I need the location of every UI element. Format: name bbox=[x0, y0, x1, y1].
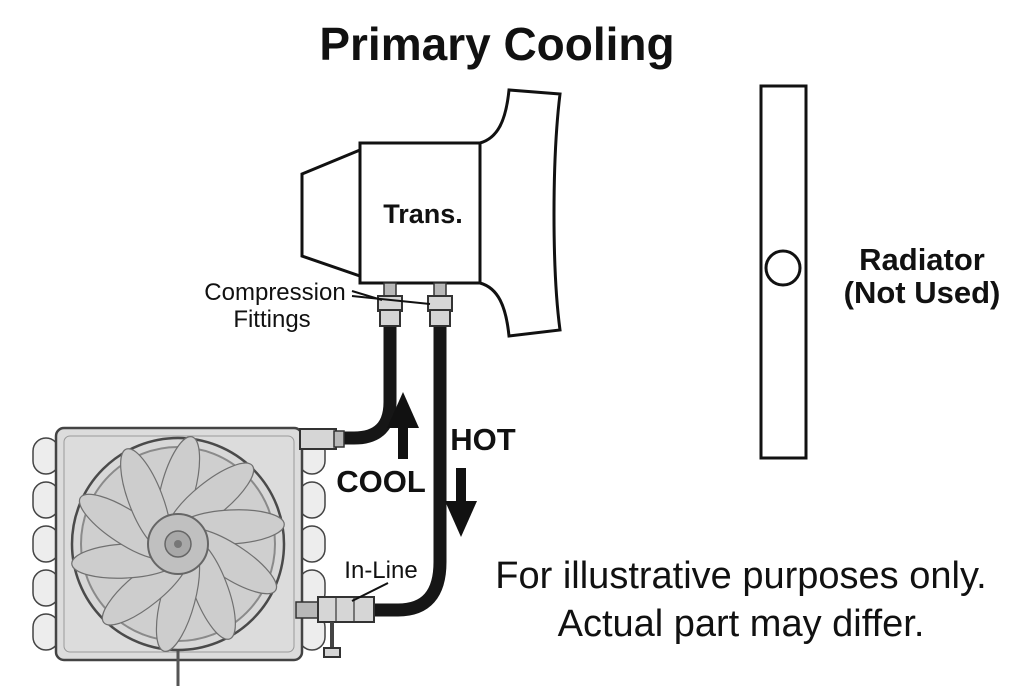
inline-callout: In-Line bbox=[344, 557, 418, 602]
bell-housing bbox=[478, 88, 562, 338]
compression-fitting-right bbox=[427, 282, 453, 327]
compression-label-line1: Compression bbox=[204, 279, 345, 306]
down-arrow-shaft bbox=[456, 468, 466, 502]
compression-fitting-left bbox=[377, 282, 403, 327]
cool-hose bbox=[340, 326, 397, 445]
fitting-nut-lower bbox=[379, 309, 401, 327]
fitting-nut-upper bbox=[427, 295, 453, 312]
radiator-port bbox=[764, 249, 802, 287]
radiator-label-line2: (Not Used) bbox=[844, 275, 1001, 310]
up-arrow-icon bbox=[387, 392, 419, 428]
radiator: Radiator (Not Used) bbox=[759, 84, 1001, 460]
down-arrow-icon bbox=[445, 501, 477, 537]
cooler-fan-assembly bbox=[32, 426, 375, 686]
transmission-tailshaft bbox=[300, 147, 362, 279]
hot-flow: HOT bbox=[445, 422, 516, 537]
transmission-body bbox=[358, 141, 482, 285]
disclaimer: For illustrative purposes only. Actual p… bbox=[495, 555, 986, 645]
compression-fittings-callout: Compression Fittings bbox=[204, 279, 431, 333]
cool-label: COOL bbox=[336, 464, 426, 499]
fan-hub-center bbox=[174, 540, 182, 548]
disclaimer-line2: Actual part may differ. bbox=[558, 603, 925, 645]
cool-flow: COOL bbox=[336, 392, 426, 499]
cooler-top-port-fitting bbox=[299, 428, 345, 450]
transmission-label: Trans. bbox=[383, 199, 463, 229]
compression-pointer-line-right bbox=[351, 295, 431, 305]
fitting-stem bbox=[383, 282, 397, 298]
diagram-title: Primary Cooling bbox=[319, 18, 674, 70]
inline-label: In-Line bbox=[344, 557, 417, 584]
inline-pointer-line bbox=[351, 582, 389, 602]
hot-hose bbox=[372, 326, 447, 617]
inline-fitting bbox=[295, 596, 375, 658]
hot-label: HOT bbox=[450, 422, 516, 457]
radiator-label-line1: Radiator bbox=[859, 242, 985, 277]
fitting-stem bbox=[433, 282, 447, 298]
disclaimer-line1: For illustrative purposes only. bbox=[495, 555, 986, 597]
compression-label-line2: Fittings bbox=[233, 306, 310, 333]
transmission: Trans. bbox=[300, 88, 562, 338]
cooler-tube-loops-left bbox=[32, 437, 60, 651]
up-arrow-shaft bbox=[398, 426, 408, 459]
fitting-nut-lower bbox=[429, 309, 451, 327]
